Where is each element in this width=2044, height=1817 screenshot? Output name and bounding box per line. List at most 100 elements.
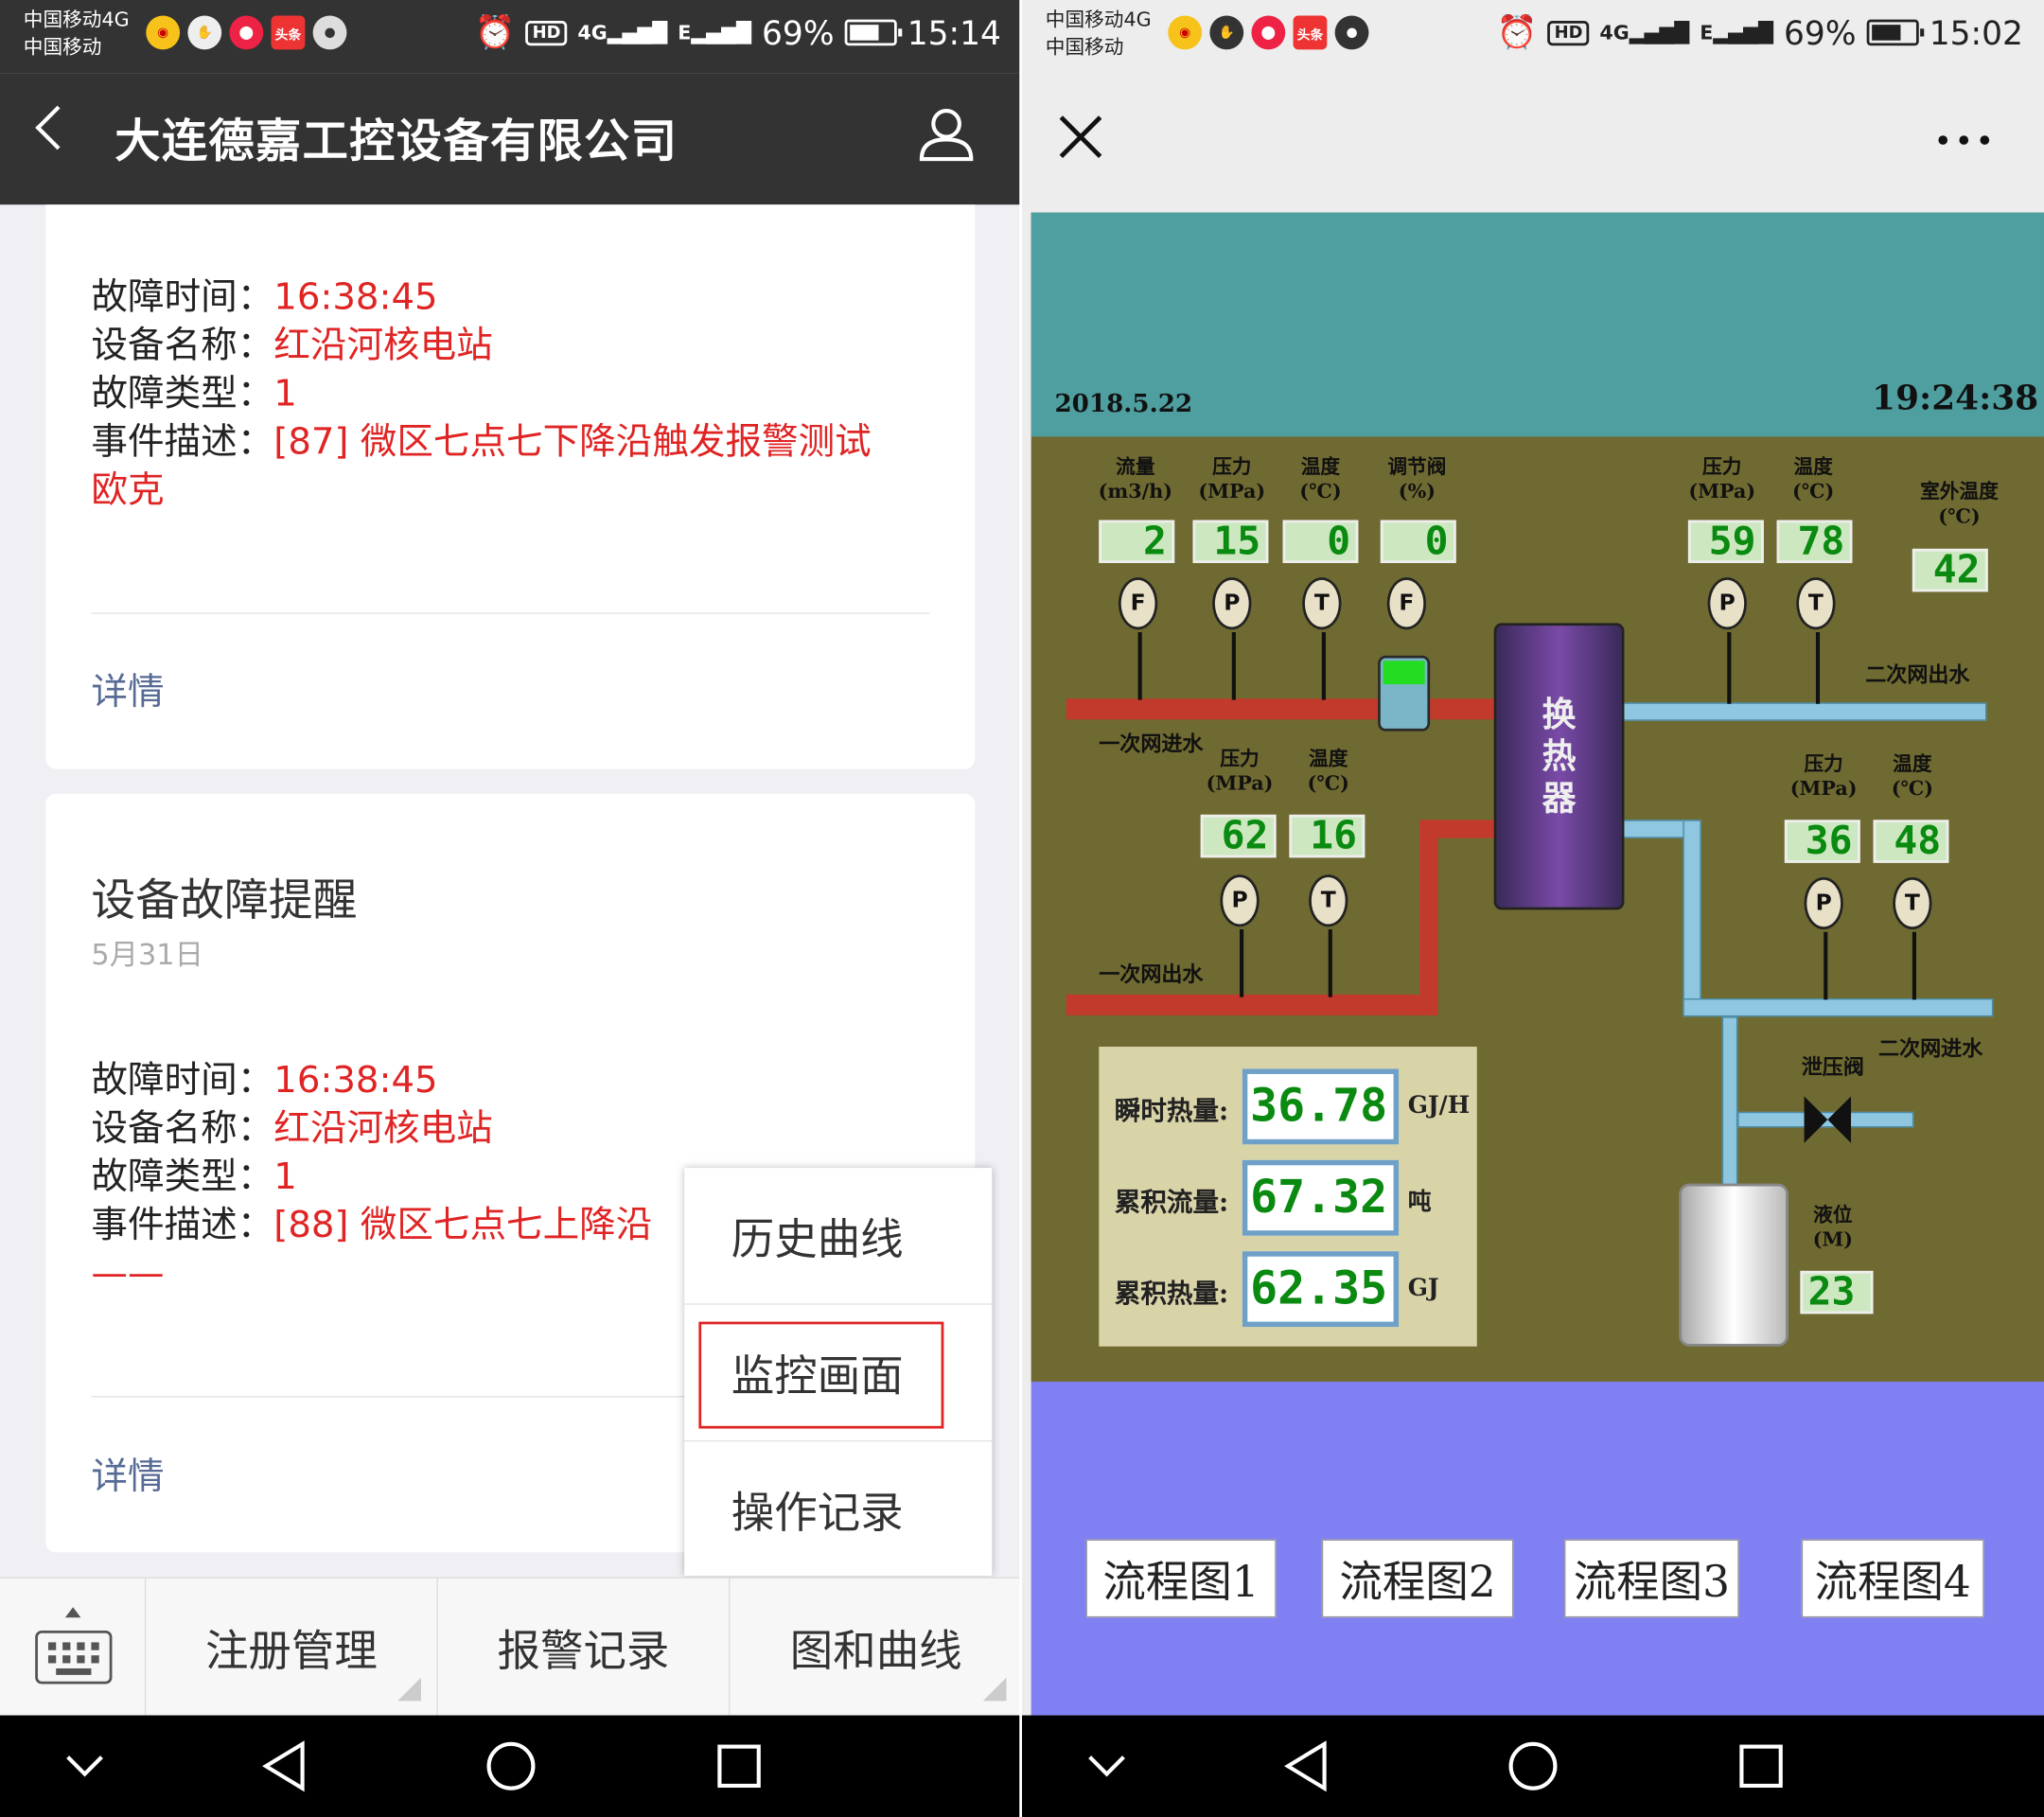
alarm-details: 故障时间：16:38:45 设备名称：红沿河核电站 故障类型：1 事件描述：[8… — [91, 273, 871, 514]
flowchart-4-button[interactable]: 流程图4 — [1801, 1539, 1984, 1618]
signal-e-icon: E▂▄▆█ — [678, 21, 751, 44]
event-desc: [88] 微区七点七上降沿 — [273, 1203, 653, 1246]
temp-gauge: T — [1893, 876, 1932, 930]
nav-recents-icon[interactable] — [1739, 1744, 1783, 1789]
cumulative-heat-row: 累积热量: 62.35 GJ — [1099, 1251, 1476, 1328]
label-temp: 温度(℃) — [1307, 747, 1349, 796]
gauge-stem — [1727, 632, 1732, 704]
nav-collapse-icon[interactable] — [1088, 1755, 1125, 1777]
more-options-icon[interactable] — [1938, 135, 1990, 145]
cumulative-flow-unit: 吨 — [1407, 1189, 1432, 1217]
details-link[interactable]: 详情 — [91, 1455, 165, 1498]
gauge-stem — [1912, 931, 1916, 1000]
label-pressure: 压力(MPa) — [1789, 751, 1858, 801]
title-bar: 大连德嘉工控设备有限公司 — [0, 73, 1022, 205]
nav-home-icon[interactable] — [1508, 1741, 1558, 1791]
label-pressure: 压力(MPa) — [1688, 454, 1756, 503]
menu-charts-curves[interactable]: 图和曲线 — [730, 1579, 1022, 1717]
label-type: 故障类型： — [91, 1155, 274, 1198]
temp-gauge: T — [1309, 874, 1348, 927]
system-status: ⏰ HD 4G▂▄▆█ E▂▄▆█ 69% 15:14 — [475, 13, 1001, 52]
menu-register-manage[interactable]: 注册管理 — [146, 1578, 438, 1717]
menu-monitor-screen[interactable]: 监控画面 — [731, 1350, 904, 1402]
label-temp: 温度(℃) — [1792, 454, 1835, 503]
hd-icon: HD — [525, 20, 568, 45]
event-desc: [87] 微区七点七下降沿触发报警测试 — [273, 419, 872, 463]
battery-percent: 69% — [762, 13, 835, 52]
heat-exchanger — [1493, 623, 1625, 910]
valve-flow-gauge: F — [1386, 577, 1427, 630]
nav-recents-icon[interactable] — [717, 1744, 761, 1789]
value-pressure-1: 15 — [1192, 520, 1269, 564]
clock: 15:14 — [907, 13, 1001, 52]
label-secondary-inlet: 二次网进水 — [1878, 1035, 1983, 1062]
hand-icon: ✋ — [187, 15, 222, 50]
menu-label: 报警记录 — [497, 1625, 670, 1677]
hd-icon: HD — [1547, 20, 1590, 45]
nav-collapse-icon[interactable] — [66, 1755, 103, 1777]
cumulative-heat-label: 累积热量: — [1114, 1277, 1229, 1309]
primary-inlet-pipe — [1066, 698, 1497, 720]
tank-feed-pipe — [1721, 1016, 1738, 1187]
instant-heat-value: 36.78 — [1242, 1068, 1400, 1145]
value-temp-1: 0 — [1282, 520, 1359, 564]
label-desc: 事件描述： — [91, 419, 274, 463]
flowchart-2-button[interactable]: 流程图2 — [1321, 1539, 1514, 1618]
user-profile-icon[interactable] — [918, 104, 976, 162]
label-primary-outlet: 一次网出水 — [1099, 961, 1204, 987]
alarm-icon: ⏰ — [1496, 12, 1538, 51]
submenu-popup: 历史曲线 监控画面 操作记录 — [684, 1168, 993, 1577]
label-desc: 事件描述： — [91, 1203, 274, 1246]
value-temp-2: 78 — [1776, 520, 1853, 564]
notification-icons: ◉ ✋ ⬤ 头条 ● — [1168, 15, 1369, 50]
page-title: 大连德嘉工控设备有限公司 — [115, 115, 678, 168]
value-outdoor-temp: 42 — [1912, 548, 1988, 592]
label-time: 故障时间： — [91, 1058, 274, 1102]
value-valve: 0 — [1380, 520, 1456, 564]
flowchart-1-button[interactable]: 流程图1 — [1085, 1539, 1277, 1618]
label-flow: 流量(m3/h) — [1098, 454, 1173, 503]
gauge-stem — [1815, 632, 1821, 704]
cumulative-heat-value: 62.35 — [1242, 1251, 1400, 1328]
label-secondary-outlet: 二次网出水 — [1865, 662, 1970, 687]
instant-heat-unit: GJ/H — [1407, 1092, 1471, 1120]
back-chevron-icon[interactable] — [35, 105, 79, 150]
details-link[interactable]: 详情 — [91, 669, 165, 714]
cumulative-heat-unit: GJ — [1407, 1275, 1439, 1302]
menu-alarm-records[interactable]: 报警记录 — [438, 1578, 731, 1717]
nav-home-icon[interactable] — [486, 1741, 536, 1791]
nav-back-icon[interactable] — [1284, 1740, 1327, 1792]
value-pressure-4: 36 — [1784, 820, 1860, 863]
label-time: 故障时间： — [91, 274, 274, 319]
header-band — [1031, 212, 2044, 437]
label-device: 设备名称： — [91, 323, 274, 367]
toutiao-icon: 头条 — [271, 15, 306, 50]
water-tank — [1679, 1183, 1788, 1347]
android-nav-bar — [0, 1715, 1022, 1817]
divider — [684, 1303, 993, 1305]
close-icon[interactable] — [1059, 115, 1103, 159]
value-temp-3: 16 — [1289, 814, 1366, 858]
signal-4g-icon: 4G▂▄▆█ — [577, 21, 668, 44]
flowchart-3-button[interactable]: 流程图3 — [1564, 1539, 1739, 1618]
instant-heat-label: 瞬时热量: — [1114, 1094, 1229, 1127]
primary-return-pipe-vertical — [1419, 820, 1438, 1015]
label-device: 设备名称： — [91, 1106, 274, 1150]
webview-top-bar — [1021, 73, 2044, 213]
primary-return-pipe-top — [1432, 820, 1498, 838]
primary-outlet-pipe — [1066, 994, 1438, 1015]
label-primary-inlet: 一次网进水 — [1099, 731, 1204, 756]
gauge-stem — [1240, 929, 1244, 997]
battery-percent: 69% — [1784, 13, 1857, 52]
menu-history-curve[interactable]: 历史曲线 — [731, 1213, 904, 1265]
fault-time: 16:38:45 — [273, 1058, 438, 1102]
keyboard-toggle[interactable] — [0, 1578, 147, 1717]
nav-back-icon[interactable] — [262, 1740, 305, 1792]
label-temp: 温度(℃) — [1299, 454, 1342, 503]
event-desc-cont: 欧克 — [91, 467, 165, 511]
divider — [684, 1439, 993, 1442]
scada-date: 2018.5.22 — [1054, 389, 1193, 419]
menu-operation-log[interactable]: 操作记录 — [731, 1487, 904, 1539]
